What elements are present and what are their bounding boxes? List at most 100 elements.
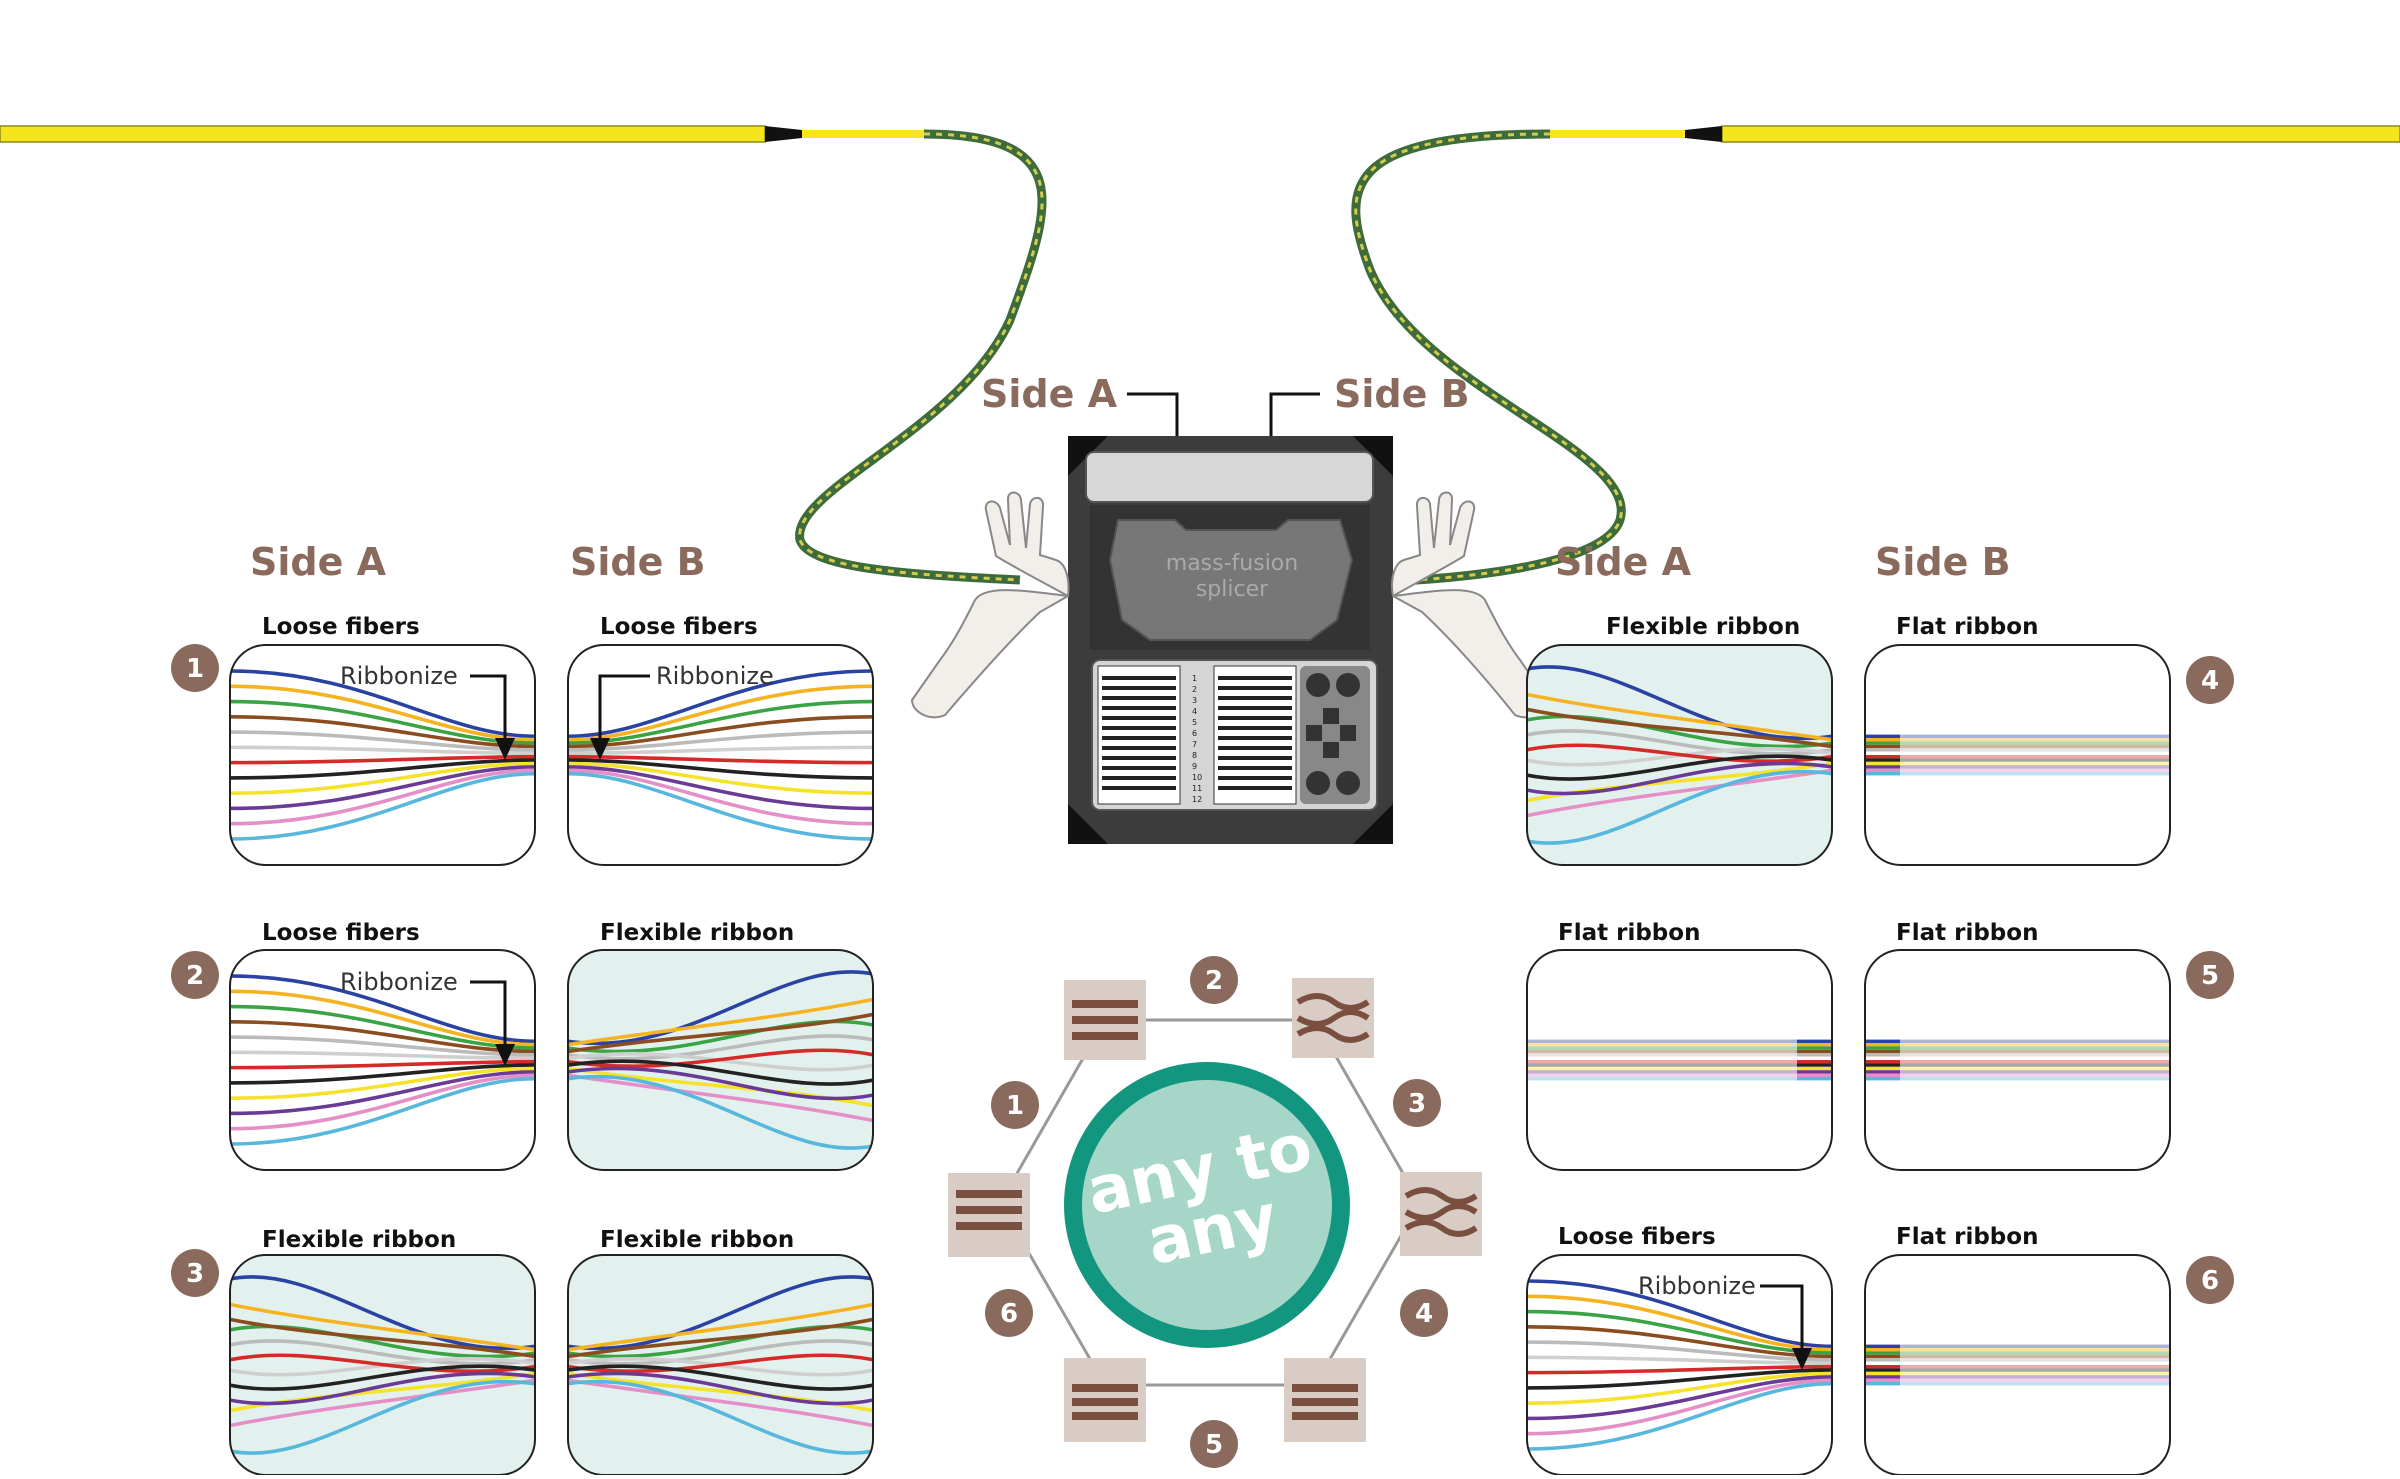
combo-5-side-a-panel-fiber-tail-4 xyxy=(1527,1053,1797,1057)
combo-6-side-b-panel-fiber-tail-9 xyxy=(1900,1375,2170,1379)
combo-5-side-a-panel-fiber-tail-7 xyxy=(1527,1063,1797,1067)
combo-4-side-b-panel-fiber-tail-1 xyxy=(1900,738,2170,742)
combo-2-badge: 2 xyxy=(186,961,204,991)
combo-4-side-b-title: Flat ribbon xyxy=(1896,614,2038,640)
combo-4-side-a-panel-fiber-9 xyxy=(1527,761,1832,796)
combo-6-side-b-panel-fiber-tail-10 xyxy=(1900,1378,2170,1382)
combo-5-side-b-panel-fiber-9 xyxy=(1865,1070,1900,1074)
combo-6-side-b-panel-fiber-tail-8 xyxy=(1900,1371,2170,1376)
right-glove-hand xyxy=(1391,491,1550,719)
combo-3-side-a-panel-fiber-7 xyxy=(230,1364,535,1391)
combo-5-side-b-panel-fiber-tail-2 xyxy=(1900,1046,2170,1050)
combo-2-side-a-panel xyxy=(229,949,536,1171)
combo-4-side-b-panel-fiber-tail-2 xyxy=(1900,741,2170,745)
combo-5-side-a-panel-fiber-4 xyxy=(1797,1053,1832,1057)
combo-1-side-b-panel-fiber-8 xyxy=(568,761,873,795)
svg-text:3: 3 xyxy=(1192,696,1197,705)
left-glove-hand xyxy=(910,491,1070,719)
combo-3-side-b-panel-fiber-4 xyxy=(568,1339,873,1366)
combo-2-side-b-panel-fiber-3 xyxy=(568,1012,873,1054)
combo-2-side-b-panel-fiber-1 xyxy=(568,997,873,1047)
combo-1-side-b-title: Loose fibers xyxy=(600,614,758,640)
combo-3-side-b-panel-fiber-11 xyxy=(568,1379,873,1455)
combo-3-side-a-panel-fiber-5 xyxy=(230,1357,535,1377)
combo-4-side-b-panel-fiber-tail-9 xyxy=(1900,765,2170,769)
combo-2-side-b-panel xyxy=(567,949,874,1171)
svg-text:8: 8 xyxy=(1192,751,1197,760)
svg-text:12: 12 xyxy=(1192,795,1202,804)
svg-text:2: 2 xyxy=(1192,685,1197,694)
combo-4-side-b-panel-fiber-tail-11 xyxy=(1900,772,2170,776)
combo-6-side-b-panel-fiber-tail-1 xyxy=(1900,1348,2170,1352)
left-cable xyxy=(0,125,1047,585)
any-to-any-disc xyxy=(1082,1080,1332,1330)
combo-4-side-b-panel-fiber-tail-4 xyxy=(1900,748,2170,752)
combo-5-side-a-panel-fiber-tail-9 xyxy=(1527,1070,1797,1074)
combo-5-side-b-panel-fiber-3 xyxy=(1865,1049,1900,1054)
fiber-panels xyxy=(229,644,2171,1476)
combo-4-side-a-title: Flexible ribbon xyxy=(1606,614,1800,640)
combo-5-side-b-panel-fiber-2 xyxy=(1865,1046,1900,1050)
combo-6-side-b-panel-fiber-1 xyxy=(1865,1348,1900,1352)
combo-5-side-b-panel-fiber-5 xyxy=(1865,1056,1900,1060)
combo-5-side-a-panel-fiber-11 xyxy=(1797,1077,1832,1081)
combo-5-side-b-panel-fiber-11 xyxy=(1865,1077,1900,1081)
combo-5-side-a-panel-fiber-tail-10 xyxy=(1527,1073,1797,1077)
right-braided-fiber-bundle xyxy=(1351,129,1626,587)
combo-2-side-a-panel-fiber-1 xyxy=(230,989,535,1047)
combo-5-side-a-panel-fiber-tail-1 xyxy=(1527,1043,1797,1047)
hub-node-2: 2 xyxy=(1205,966,1223,996)
combo-6-side-b-panel-fiber-8 xyxy=(1865,1371,1900,1376)
combo-3-side-a-panel-fiber-6 xyxy=(230,1353,535,1373)
ribbonize-label-2: Ribbonize xyxy=(340,968,458,996)
combo-6-badge: 6 xyxy=(2201,1266,2219,1296)
combo-4-side-b-panel-fiber-tail-7 xyxy=(1900,758,2170,762)
combo-4-side-b-panel-fiber-tail-6 xyxy=(1900,755,2170,759)
combo-4-side-a-panel-fiber-10 xyxy=(1527,768,1832,818)
splicer-button-bottom-left xyxy=(1306,771,1330,795)
combo-5-side-b-panel-fiber-6 xyxy=(1865,1060,1900,1064)
combo-6-side-b-title: Flat ribbon xyxy=(1896,1224,2038,1250)
combo-3-side-b-panel-fiber-0 xyxy=(568,1275,873,1351)
ribbonize-annotation-2: Ribbonize xyxy=(340,968,515,1066)
combo-5-side-b-panel-fiber-1 xyxy=(1865,1043,1900,1047)
splicer-slot-stripes xyxy=(1102,676,1292,790)
combo-2-side-b-panel-fiber-6 xyxy=(568,1048,873,1068)
splicer-dpad-up xyxy=(1323,708,1339,724)
combo-5-side-a-panel-fiber-0 xyxy=(1797,1039,1832,1043)
combo-6-side-b-panel-fiber-tail-6 xyxy=(1900,1365,2170,1369)
right-side-a-header: Side A xyxy=(1555,540,1692,584)
combo-1-side-a-panel-fiber-0 xyxy=(230,669,535,739)
combo-2-side-a-panel-fiber-7 xyxy=(230,1063,535,1085)
combo-4-side-b-panel-fiber-1 xyxy=(1865,738,1900,742)
combo-5-side-b-panel-fiber-tail-3 xyxy=(1900,1049,2170,1054)
combo-3-side-a-panel-fiber-3 xyxy=(230,1317,535,1359)
splicer-dpad-down xyxy=(1323,742,1339,758)
hub-icon-flat-ribbon-bottom-left xyxy=(1064,1358,1146,1442)
combo-1-side-b-panel-fiber-11 xyxy=(568,771,873,841)
combo-6-side-b-panel-fiber-11 xyxy=(1865,1382,1900,1386)
combo-1-side-b-panel xyxy=(567,644,874,866)
svg-text:11: 11 xyxy=(1192,784,1202,793)
combo-4-side-a-panel-fiber-7 xyxy=(1527,754,1832,781)
combo-6-side-b-panel-fiber-4 xyxy=(1865,1358,1900,1362)
ribbonize-label-1b: Ribbonize xyxy=(656,662,774,690)
combo-4-side-b-panel-fiber-3 xyxy=(1865,744,1900,749)
combo-6-side-b-panel-fiber-5 xyxy=(1865,1361,1900,1365)
splicer-button-top-right xyxy=(1336,673,1360,697)
combo-2-side-a-panel-fiber-0 xyxy=(230,974,535,1044)
hub-node-6: 6 xyxy=(1000,1299,1018,1329)
ribbonize-annotation-1: Ribbonize Ribbonize xyxy=(340,662,774,760)
combo-5-side-a-panel-fiber-6 xyxy=(1797,1060,1832,1064)
combo-6-side-b-panel-fiber-tail-4 xyxy=(1900,1358,2170,1362)
combo-4-side-b-panel-fiber-9 xyxy=(1865,765,1900,769)
combo-6-side-b-panel-fiber-0 xyxy=(1865,1344,1900,1348)
combo-1-side-a-panel-fiber-11 xyxy=(230,771,535,841)
combo-3-side-a-panel-fiber-11 xyxy=(230,1379,535,1455)
combo-6-side-a-panel-fiber-1 xyxy=(1527,1294,1832,1352)
combo-5-side-a-panel-fiber-9 xyxy=(1797,1070,1832,1074)
combo-5-side-b-panel-fiber-tail-8 xyxy=(1900,1066,2170,1071)
combo-6-side-a-panel-fiber-5 xyxy=(1527,1355,1832,1366)
svg-text:10: 10 xyxy=(1192,773,1202,782)
combo-6-side-a-panel-fiber-8 xyxy=(1527,1371,1832,1405)
